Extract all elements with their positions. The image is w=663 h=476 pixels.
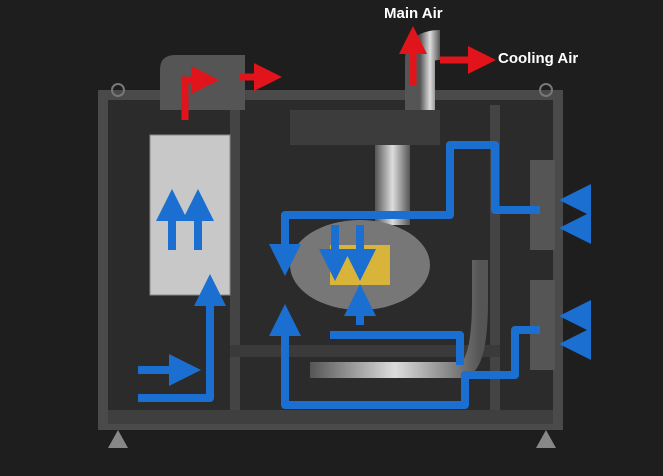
cooling-airflow [22,141,640,409]
exhaust-airflow [181,26,496,120]
electrical-cabinet [149,134,231,296]
top-housing [290,110,440,145]
cooling-air-label: Cooling Air [498,50,579,67]
side-vent-upper [530,160,555,250]
main-air-label: Main Air [384,5,443,22]
return-pipe [310,260,488,378]
side-vent-lower [530,280,555,370]
